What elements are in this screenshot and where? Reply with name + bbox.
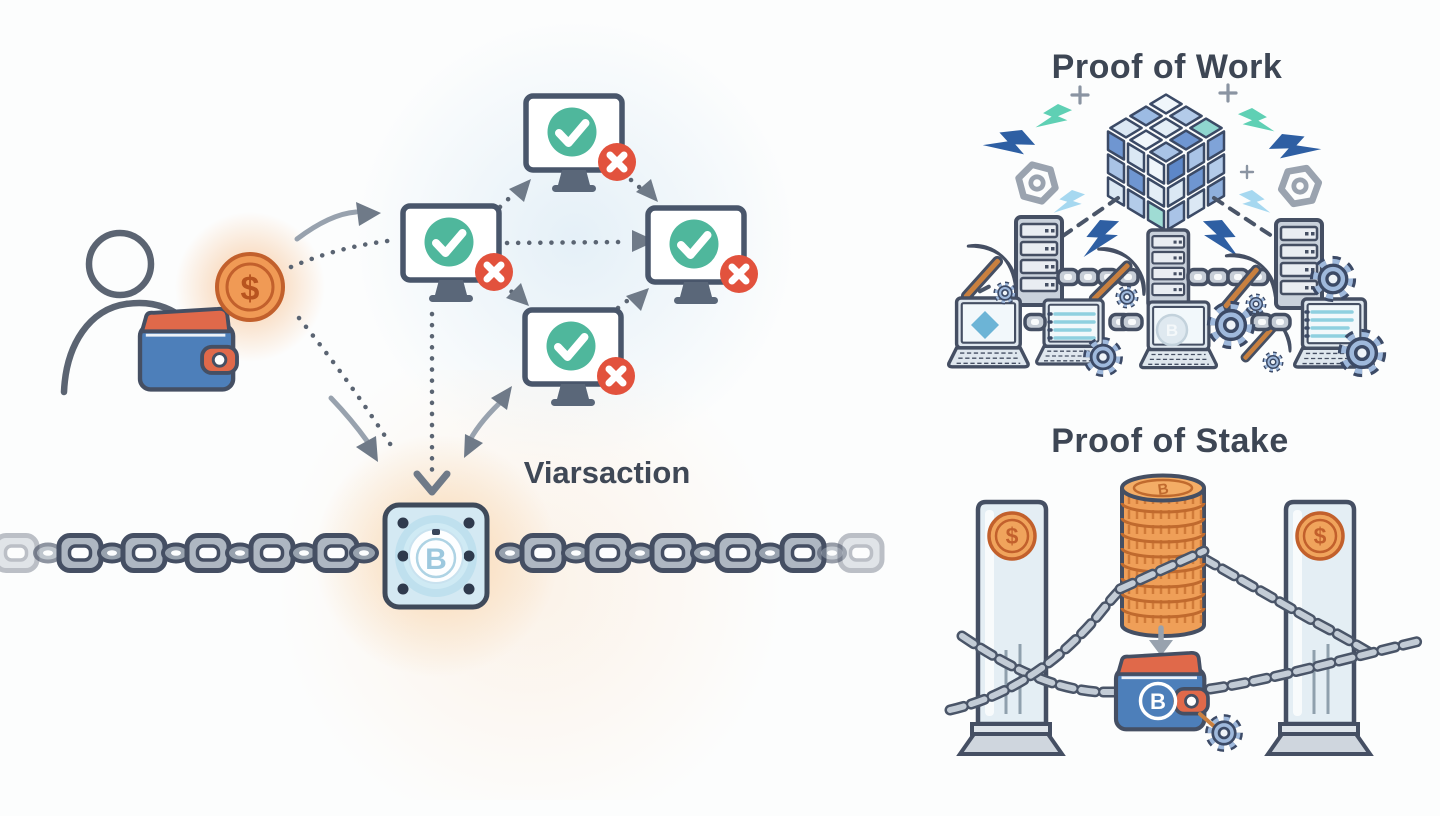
proof-of-stake-section: Proof of Stake B: [944, 422, 1426, 754]
hash-cube-icon: [1106, 93, 1226, 231]
laptop-bitcoin-symbol: B: [1166, 321, 1178, 340]
dollar-symbol: $: [241, 270, 260, 308]
sparkle-icon: [1239, 164, 1255, 180]
stake-down-arrow: [1149, 625, 1173, 656]
validator-monitor-icon: [648, 208, 758, 304]
gear-icon: [1249, 297, 1264, 312]
lightning-icon: [1033, 97, 1074, 140]
lightning-icon: [981, 120, 1037, 170]
nut-icon: [1014, 162, 1059, 204]
proof-of-stake-title: Proof of Stake: [1051, 422, 1288, 460]
lightning-icon: [1237, 184, 1272, 223]
validator-monitor-icon: [403, 206, 513, 302]
stake-chain-wrap: [1114, 545, 1210, 595]
proof-of-work-title: Proof of Work: [1052, 48, 1283, 86]
gear-icon: [1089, 343, 1118, 372]
server-icon: [1274, 218, 1324, 310]
proof-of-work-section: Proof of Work: [938, 48, 1379, 381]
server-icon: [1014, 215, 1064, 307]
gear-icon: [1266, 355, 1281, 370]
gear-icon: [1119, 289, 1136, 306]
stake-wallet-icon: B: [1116, 653, 1238, 747]
gear-icon: [1211, 720, 1238, 747]
server-icon: [1146, 228, 1191, 310]
dollar-coin-icon: $: [215, 252, 285, 322]
sparkle-icon: [1218, 83, 1238, 103]
laptop-screen-content: B: [971, 310, 1354, 347]
sparkle-icon: [1070, 85, 1090, 105]
stack-bitcoin-symbol: B: [1157, 480, 1170, 498]
bitcoin-block-icon: B: [382, 502, 490, 610]
nut-icon: [1278, 167, 1321, 206]
transaction-flow-section: $: [0, 96, 882, 610]
wallet-icon: [140, 309, 237, 390]
validator-monitor-icon: [525, 310, 635, 406]
stake-chains: [944, 552, 1426, 716]
bitcoin-symbol: B: [425, 543, 447, 576]
lightning-icon: [1236, 101, 1277, 144]
lightning-icon: [1267, 124, 1323, 174]
down-arrow-icon: [413, 470, 451, 496]
down-arrow-icon: [1149, 640, 1173, 656]
gear-icon: [1214, 308, 1249, 343]
pillar-icon: [960, 502, 1062, 754]
lightning-icon: [1081, 214, 1122, 265]
transaction-label: Viarsaction: [524, 455, 691, 490]
wallet-bitcoin-symbol: B: [1150, 689, 1166, 714]
flow-arrows: [294, 179, 658, 496]
validator-monitor-icon: [526, 96, 636, 192]
